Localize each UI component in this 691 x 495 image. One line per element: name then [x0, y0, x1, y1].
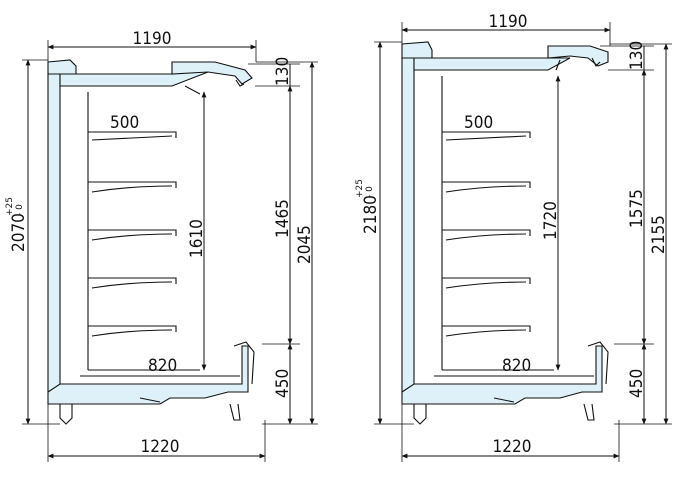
left-cabinet-body — [47, 59, 255, 425]
left-dim-canopy: 130 — [248, 57, 300, 87]
left-dim-overall: 2045 — [256, 61, 318, 425]
left-base-depth-label: 820 — [148, 356, 177, 376]
right-base-depth-label: 820 — [502, 356, 531, 376]
right-dim-opening: 1575 — [614, 69, 654, 345]
left-tol-minus: - 0 — [15, 204, 25, 216]
left-cabinet-drawing: 1190 1220 2070 +25 - 0 130 — [5, 29, 318, 462]
left-top-width-label: 1190 — [133, 29, 172, 49]
right-opening-label: 1575 — [627, 189, 647, 228]
right-dim-base: 820 — [502, 356, 531, 376]
left-opening-label: 1465 — [273, 199, 293, 238]
left-base-height-label: 450 — [273, 369, 293, 398]
right-dim-interior: 1720 — [541, 75, 561, 371]
right-dim-base-height: 450 — [614, 343, 654, 425]
left-dim-interior: 1610 — [187, 91, 207, 371]
left-dim-total-height: 2070 +25 - 0 — [5, 59, 60, 425]
left-dim-top-width: 1190 — [47, 29, 257, 62]
right-tol-minus: - 0 — [365, 186, 375, 198]
right-total-height-label: 2180 — [361, 195, 381, 234]
right-dim-shelf: 500 — [464, 113, 493, 133]
right-dim-top-width: 1190 — [401, 12, 611, 46]
right-shelf-depth-label: 500 — [464, 113, 493, 133]
left-dim-base: 820 — [148, 356, 177, 376]
right-dim-total-height: 2180 +25 - 0 — [355, 41, 414, 425]
left-dim-shelf: 500 — [110, 113, 139, 133]
right-dim-overall: 2155 — [610, 43, 672, 425]
right-cabinet-drawing: 1190 1220 2180 +25 - 0 130 — [355, 12, 672, 462]
left-total-height-label: 2070 — [9, 213, 29, 252]
right-bottom-width-label: 1220 — [493, 437, 532, 457]
right-tol-plus: +25 — [355, 179, 365, 198]
right-dim-bottom-width: 1220 — [401, 404, 620, 462]
right-top-width-label: 1190 — [489, 12, 528, 32]
left-bottom-width-label: 1220 — [141, 437, 180, 457]
left-shelves — [88, 131, 177, 337]
right-shelves — [442, 131, 531, 337]
left-interior-label: 1610 — [187, 219, 207, 258]
left-dim-opening: 1465 — [262, 85, 300, 345]
right-base-height-label: 450 — [627, 369, 647, 398]
left-shelf-depth-label: 500 — [110, 113, 139, 133]
right-interior-label: 1720 — [541, 201, 561, 240]
right-cabinet-body — [401, 41, 609, 425]
right-overall-label: 2155 — [649, 215, 669, 254]
left-overall-label: 2045 — [295, 225, 315, 264]
right-canopy-label: 130 — [627, 41, 647, 70]
left-tol-plus: +25 — [5, 197, 15, 216]
left-canopy-label: 130 — [273, 57, 293, 86]
left-dim-base-height: 450 — [262, 343, 300, 425]
left-dim-bottom-width: 1220 — [47, 404, 266, 462]
